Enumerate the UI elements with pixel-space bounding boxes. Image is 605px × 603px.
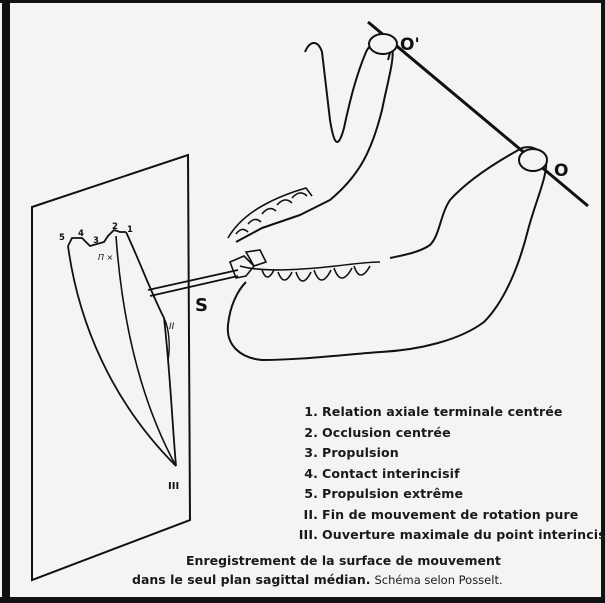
stylus-label: S xyxy=(195,295,208,316)
legend-item-3: 3.Propulsion xyxy=(296,443,596,464)
trace-label-5: 5 xyxy=(59,233,65,243)
trace-label-3: 3 xyxy=(93,236,99,246)
lower-teeth-row xyxy=(240,262,380,281)
upper-teeth-row xyxy=(228,188,312,238)
axis-label-o: O xyxy=(554,161,568,181)
trace-label-1: 1 xyxy=(127,225,133,235)
caption-line-2-normal: Schéma selon Posselt. xyxy=(375,573,503,587)
condyle-left xyxy=(369,34,397,54)
trace-small-label: Π × xyxy=(98,253,113,262)
mandible-outline xyxy=(228,40,546,360)
caption-line-2: dans le seul plan sagittal médian. Schém… xyxy=(132,571,503,589)
legend-item-II: II.Fin de mouvement de rotation pure xyxy=(296,505,596,526)
legend-item-III: III.Ouverture maximale du point interinc… xyxy=(296,525,596,546)
axis-label-o-prime: O' xyxy=(400,35,420,55)
legend-item-4: 4.Contact interincisif xyxy=(296,464,596,485)
recording-card xyxy=(32,155,190,580)
trace-label-II: II xyxy=(169,322,175,332)
trace-label-4: 4 xyxy=(78,229,84,239)
legend-item-5: 5.Propulsion extrême xyxy=(296,484,596,505)
legend-item-2: 2.Occlusion centrée xyxy=(296,423,596,444)
legend: 1.Relation axiale terminale centrée 2.Oc… xyxy=(296,402,596,546)
caption-line-2-bold: dans le seul plan sagittal médian. xyxy=(132,572,371,587)
incisors xyxy=(230,250,266,278)
trace-label-III: III xyxy=(168,481,179,492)
caption-line-1: Enregistrement de la surface de mouvemen… xyxy=(186,552,501,570)
trace-label-2: 2 xyxy=(112,222,118,232)
legend-item-1: 1.Relation axiale terminale centrée xyxy=(296,402,596,423)
condyle-right xyxy=(519,149,547,171)
